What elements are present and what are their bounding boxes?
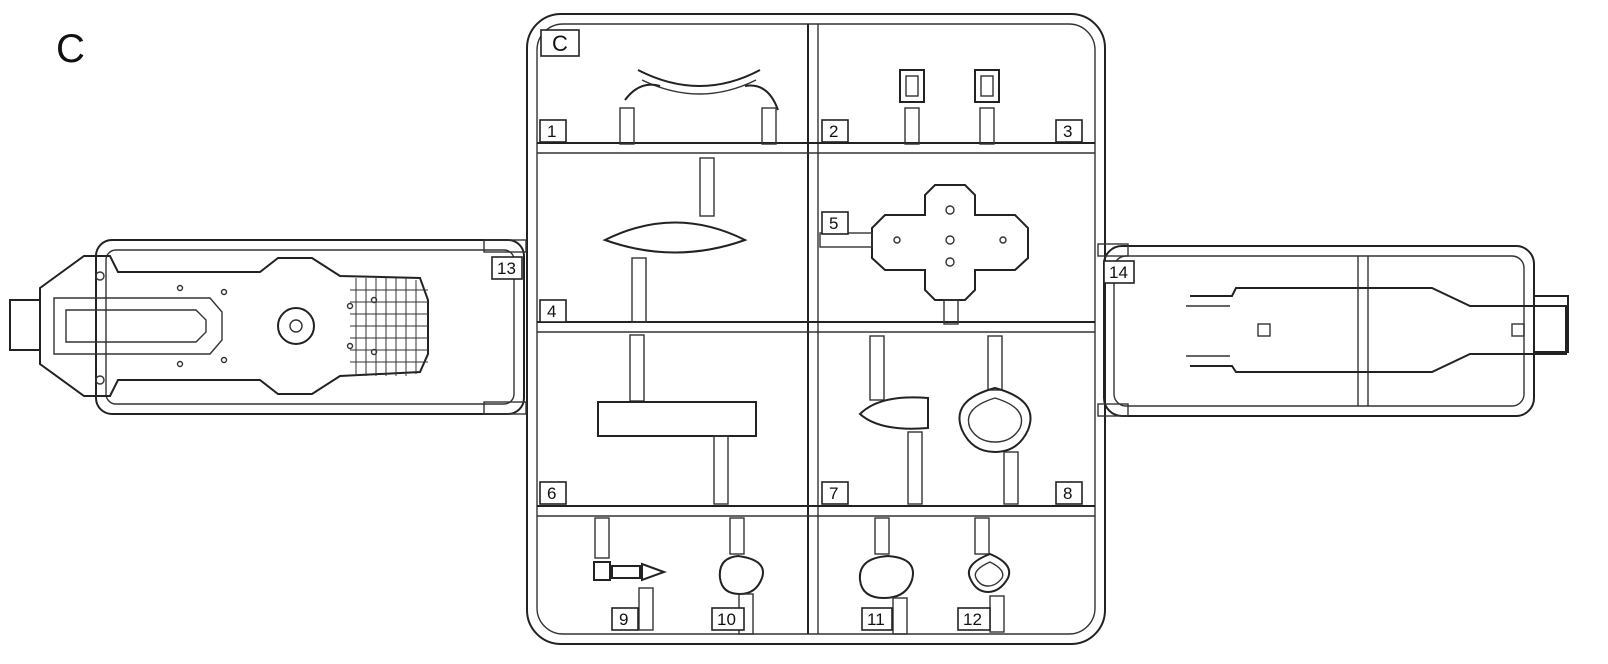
- part-number-10: 10: [717, 610, 736, 629]
- part-label-1: 1: [539, 119, 567, 143]
- part-label-4: 4: [539, 299, 567, 323]
- part-label-9: 9: [611, 607, 639, 631]
- part-7-nose-icon: [858, 335, 929, 505]
- part-label-14: 14: [1103, 260, 1135, 284]
- part-number-6: 6: [547, 484, 556, 503]
- hull-part-14-icon: [1097, 243, 1569, 417]
- part-label-6: 6: [539, 481, 567, 505]
- part-label-2: 2: [821, 119, 849, 143]
- part-number-12: 12: [963, 610, 982, 629]
- part-number-1: 1: [547, 122, 556, 141]
- part-number-9: 9: [619, 610, 628, 629]
- part-number-7: 7: [829, 484, 838, 503]
- sprue-tag: C: [540, 29, 580, 57]
- part-label-13: 13: [491, 256, 523, 280]
- part-2-bracket-icon: [899, 69, 925, 145]
- part-number-4: 4: [547, 302, 556, 321]
- part-9-gun-icon: [593, 517, 667, 631]
- part-label-10: 10: [711, 607, 745, 631]
- part-1-rail-icon: [619, 69, 779, 145]
- sprue-tag-letter: C: [552, 31, 568, 56]
- sheet-letter: C: [56, 27, 85, 71]
- part-number-2: 2: [829, 122, 838, 141]
- part-number-13: 13: [497, 259, 516, 278]
- part-label-12: 12: [957, 607, 991, 631]
- hull-part-13-icon: [9, 239, 527, 415]
- part-5-cross-plate-icon: [819, 184, 1029, 325]
- part-number-3: 3: [1063, 122, 1072, 141]
- part-number-11: 11: [867, 610, 885, 629]
- part-8-ring-icon: [958, 335, 1032, 505]
- part-11-shield-icon: [858, 517, 914, 635]
- part-4-lens-icon: [602, 157, 748, 323]
- part-number-5: 5: [829, 214, 838, 233]
- part-6-plate-icon: [597, 334, 757, 505]
- sprue-frame-icon: [526, 13, 1106, 645]
- part-label-11: 11: [861, 607, 893, 631]
- part-number-14: 14: [1109, 263, 1128, 282]
- part-label-7: 7: [821, 481, 849, 505]
- part-3-bracket-icon: [974, 69, 1000, 145]
- part-label-8: 8: [1055, 481, 1083, 505]
- part-label-5: 5: [821, 211, 849, 235]
- part-label-3: 3: [1055, 119, 1083, 143]
- part-number-8: 8: [1063, 484, 1072, 503]
